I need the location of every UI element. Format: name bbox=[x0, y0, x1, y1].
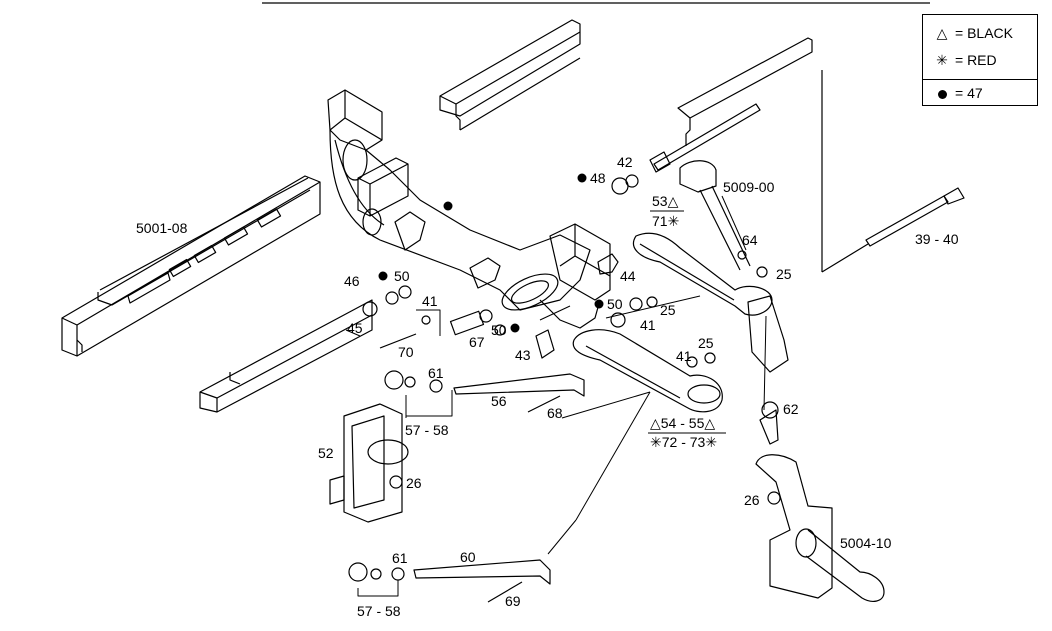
legend-black-row: △ = BLACK bbox=[933, 23, 1013, 43]
label-48: 48 bbox=[590, 170, 606, 186]
frame-rail-left bbox=[61, 175, 321, 357]
label-67: 67 bbox=[469, 334, 485, 350]
label-57-58b: 57 - 58 bbox=[357, 603, 401, 619]
label-72-73: ✳72 - 73✳ bbox=[650, 434, 717, 450]
label-61b: 61 bbox=[392, 550, 408, 566]
leader-lines bbox=[345, 195, 767, 597]
triangle-icon: △ bbox=[936, 25, 948, 41]
label-41a: 41 bbox=[422, 293, 438, 309]
label-45: 45 bbox=[347, 320, 363, 336]
label-56: 56 bbox=[491, 393, 507, 409]
label-60: 60 bbox=[460, 549, 476, 565]
legend-red-row: ✳ = RED bbox=[933, 50, 997, 70]
label-50b: 50 bbox=[491, 322, 507, 338]
crossmember bbox=[327, 89, 619, 329]
legend-dot-text: = 47 bbox=[955, 85, 983, 101]
frame-rail-lower bbox=[199, 299, 373, 413]
small-parts bbox=[348, 174, 781, 603]
label-70: 70 bbox=[398, 344, 414, 360]
legend-box: △ = BLACK ✳ = RED = 47 bbox=[922, 14, 1038, 106]
legend-dot-row: = 47 bbox=[933, 83, 983, 103]
frame-rail-right bbox=[677, 37, 869, 273]
label-5001-08: 5001-08 bbox=[136, 220, 188, 236]
bracket-52 bbox=[329, 403, 409, 523]
label-41c: 41 bbox=[676, 348, 692, 364]
legend-red-text: = RED bbox=[955, 52, 997, 68]
label-41b: 41 bbox=[640, 317, 656, 333]
long-bolts bbox=[649, 103, 965, 247]
label-61a: 61 bbox=[428, 365, 444, 381]
lower-control-arm bbox=[572, 329, 723, 413]
label-50c: 50 bbox=[607, 296, 623, 312]
label-26a: 26 bbox=[406, 475, 422, 491]
label-69: 69 bbox=[505, 593, 521, 609]
label-5009-00: 5009-00 bbox=[723, 179, 775, 195]
legend-divider bbox=[923, 79, 1037, 80]
label-44: 44 bbox=[620, 268, 636, 284]
steering-knuckle bbox=[747, 295, 885, 602]
legend-black-text: = BLACK bbox=[955, 25, 1013, 41]
dot-icon bbox=[933, 83, 951, 103]
label-26b: 26 bbox=[744, 492, 760, 508]
part-labels: 5001-08 5009-00 39 - 40 46 50 41 45 70 6… bbox=[136, 154, 959, 619]
label-68: 68 bbox=[547, 405, 563, 421]
label-25a: 25 bbox=[660, 302, 676, 318]
label-57-58a: 57 - 58 bbox=[405, 422, 449, 438]
upper-control-arm bbox=[632, 160, 773, 316]
label-46: 46 bbox=[344, 273, 360, 289]
label-62: 62 bbox=[783, 401, 799, 417]
asterisk-icon: ✳ bbox=[936, 52, 948, 68]
label-53: 53△ bbox=[652, 193, 679, 209]
label-50a: 50 bbox=[394, 268, 410, 284]
label-43: 43 bbox=[515, 347, 531, 363]
label-5004-10: 5004-10 bbox=[840, 535, 892, 551]
label-25b: 25 bbox=[776, 266, 792, 282]
frame-rail-top bbox=[439, 19, 581, 131]
label-52: 52 bbox=[318, 445, 334, 461]
label-64: 64 bbox=[742, 232, 758, 248]
label-25c: 25 bbox=[698, 335, 714, 351]
label-39-40: 39 - 40 bbox=[915, 231, 959, 247]
label-42: 42 bbox=[617, 154, 633, 170]
dot-markers bbox=[378, 173, 604, 333]
label-71: 71✳ bbox=[652, 213, 679, 229]
label-54-55: △54 - 55△ bbox=[650, 415, 715, 431]
